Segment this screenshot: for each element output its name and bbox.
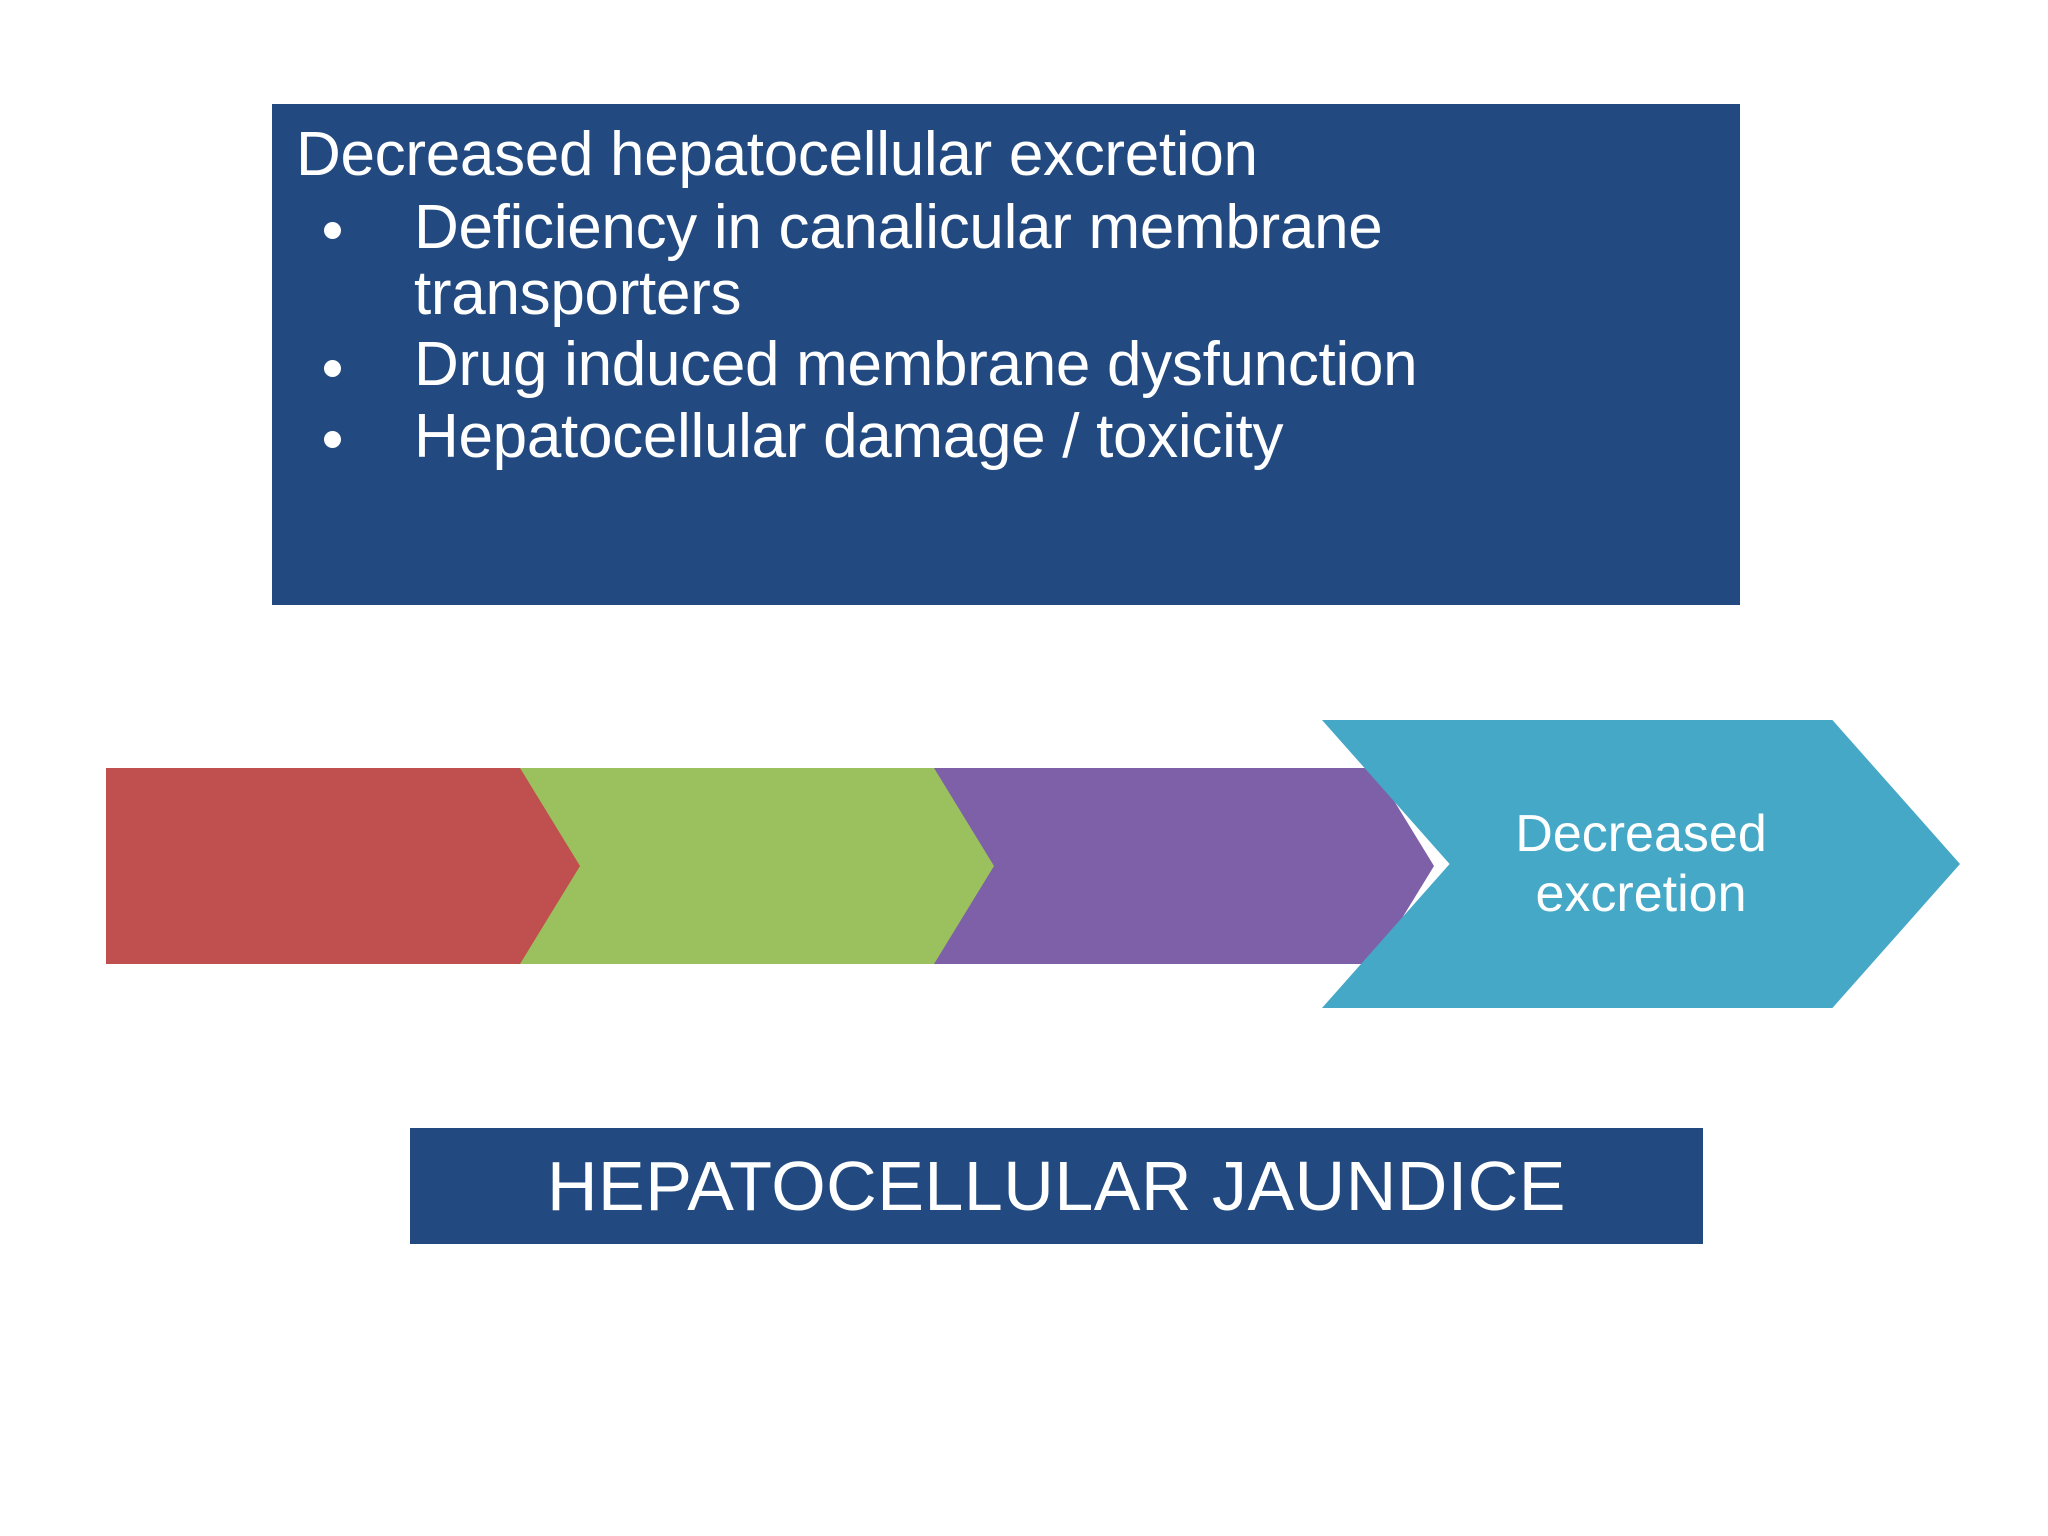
chevron-process-flow: Decreased excretion: [0, 690, 2048, 1030]
chevron-step-teal-label: Decreased excretion: [1515, 804, 1767, 923]
bullet-item-3-label: Hepatocellular damage / toxicity: [414, 402, 1284, 472]
info-box-bullet-list: Deficiency in canalicular membrane trans…: [296, 195, 1716, 470]
bullet-dot-icon: [324, 222, 341, 240]
bullet-item-2: Drug induced membrane dysfunction: [296, 332, 1716, 398]
bullet-item-1-label: Deficiency in canalicular membrane trans…: [414, 192, 1383, 328]
chevron-step-red: [106, 768, 606, 964]
bullet-item-1: Deficiency in canalicular membrane trans…: [296, 195, 1716, 326]
bullet-item-2-label: Drug induced membrane dysfunction: [414, 330, 1418, 400]
info-box: Decreased hepatocellular excretion Defic…: [272, 104, 1740, 605]
bullet-item-3: Hepatocellular damage / toxicity: [296, 404, 1716, 470]
bullet-dot-icon: [324, 359, 341, 377]
caption-bar: HEPATOCELLULAR JAUNDICE: [410, 1128, 1703, 1244]
info-box-headline: Decreased hepatocellular excretion: [296, 120, 1258, 189]
caption-bar-text: HEPATOCELLULAR JAUNDICE: [547, 1147, 1566, 1225]
chevron-step-purple: [934, 768, 1434, 964]
bullet-dot-icon: [324, 431, 341, 449]
chevron-step-green: [520, 768, 1020, 964]
